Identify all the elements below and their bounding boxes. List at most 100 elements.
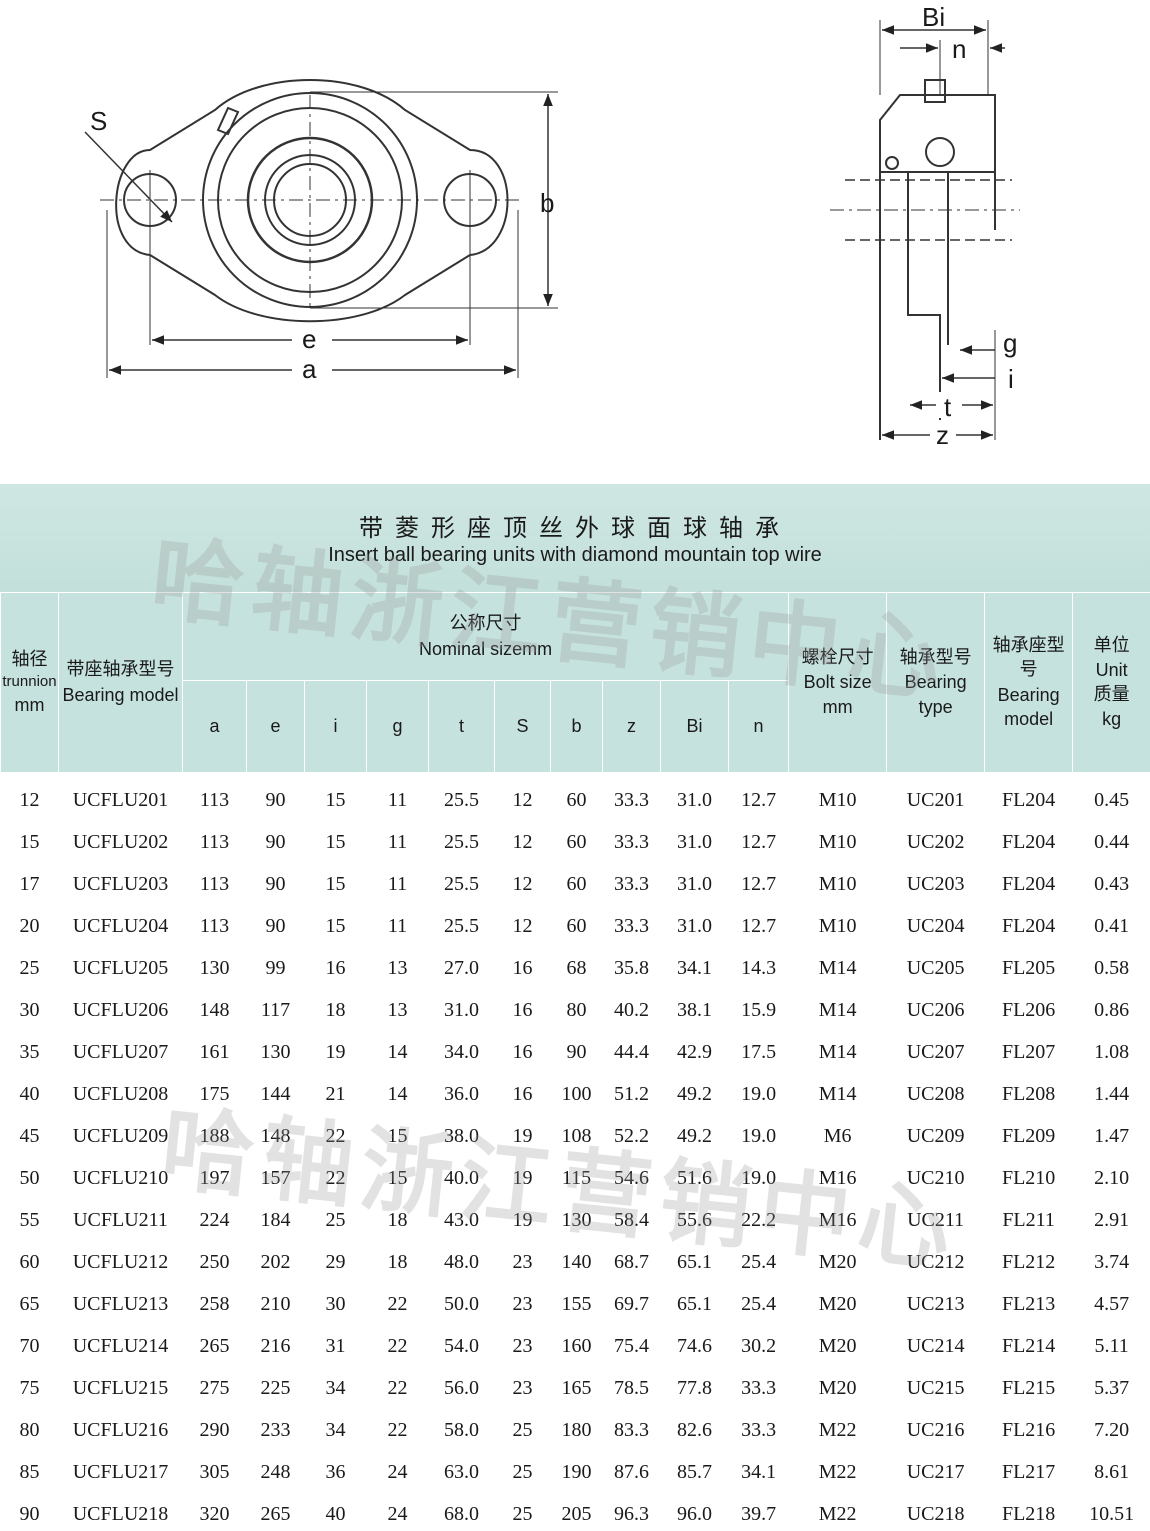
table-cell: UC204: [886, 905, 985, 947]
table-cell: 33.3: [728, 1409, 789, 1451]
table-cell: 130: [246, 1031, 305, 1073]
table-cell: 100: [550, 1073, 603, 1115]
table-cell: 30: [304, 1283, 367, 1325]
table-cell: UC202: [886, 821, 985, 863]
header-housing-model: 轴承座型号 Bearing model: [984, 592, 1074, 773]
header-dim-i: i: [304, 680, 367, 773]
table-cell: 24: [366, 1451, 429, 1493]
table-cell: 35: [0, 1031, 59, 1073]
table-cell: 197: [182, 1157, 247, 1199]
table-cell: 65.1: [660, 1241, 729, 1283]
table-cell: UC213: [886, 1283, 985, 1325]
table-cell: M22: [788, 1493, 887, 1531]
table-cell: 11: [366, 772, 429, 821]
table-cell: 23: [494, 1325, 551, 1367]
header-bolt-size: 螺栓尺寸 Bolt size mm: [788, 592, 888, 773]
table-cell: 0.45: [1072, 772, 1150, 821]
table-cell: 33.3: [602, 863, 661, 905]
table-cell: 96.0: [660, 1493, 729, 1531]
table-cell: 265: [182, 1325, 247, 1367]
table-cell: 22: [366, 1283, 429, 1325]
spec-panel: 带菱形座顶丝外球面球轴承 Insert ball bearing units w…: [0, 484, 1150, 1531]
table-cell: 210: [246, 1283, 305, 1325]
table-cell: 33.3: [602, 772, 661, 821]
table-cell: 12: [494, 905, 551, 947]
table-cell: M20: [788, 1325, 887, 1367]
table-cell: 4.57: [1072, 1283, 1150, 1325]
table-cell: UCFLU214: [58, 1325, 183, 1367]
label-g: g: [1003, 328, 1017, 358]
table-cell: FL214: [984, 1325, 1073, 1367]
table-cell: 250: [182, 1241, 247, 1283]
table-cell: 39.7: [728, 1493, 789, 1531]
table-cell: 175: [182, 1073, 247, 1115]
label-e: e: [302, 324, 316, 354]
table-cell: 13: [366, 989, 429, 1031]
table-cell: FL218: [984, 1493, 1073, 1531]
table-cell: 31.0: [660, 905, 729, 947]
table-cell: 96.3: [602, 1493, 661, 1531]
table-cell: 68.0: [428, 1493, 495, 1531]
table-cell: 51.2: [602, 1073, 661, 1115]
table-cell: 188: [182, 1115, 247, 1157]
table-cell: 25.4: [728, 1241, 789, 1283]
table-cell: M14: [788, 1031, 887, 1073]
table-cell: 113: [182, 905, 247, 947]
table-cell: 2.10: [1072, 1157, 1150, 1199]
table-cell: 33.3: [602, 905, 661, 947]
table-cell: 12.7: [728, 905, 789, 947]
front-view-drawing: [84, 79, 558, 378]
table-cell: 258: [182, 1283, 247, 1325]
table-cell: 60: [550, 863, 603, 905]
table-cell: 1.44: [1072, 1073, 1150, 1115]
table-cell: 50.0: [428, 1283, 495, 1325]
table-cell: 148: [182, 989, 247, 1031]
header-unit-mass: 单位 Unit 质量 kg: [1072, 592, 1150, 773]
title-chinese: 带菱形座顶丝外球面球轴承: [359, 514, 791, 542]
table-cell: 83.3: [602, 1409, 661, 1451]
label-a: a: [302, 354, 317, 384]
table-cell: UCFLU209: [58, 1115, 183, 1157]
table-cell: FL206: [984, 989, 1073, 1031]
table-cell: 15: [366, 1115, 429, 1157]
table-cell: 34.1: [728, 1451, 789, 1493]
table-cell: 51.6: [660, 1157, 729, 1199]
table-cell: 70: [0, 1325, 59, 1367]
table-cell: 87.6: [602, 1451, 661, 1493]
header-dim-z: z: [602, 680, 661, 773]
table-cell: 40: [304, 1493, 367, 1531]
table-cell: 15: [0, 821, 59, 863]
table-cell: FL209: [984, 1115, 1073, 1157]
table-cell: 12: [494, 821, 551, 863]
table-cell: 19: [304, 1031, 367, 1073]
table-cell: 58.0: [428, 1409, 495, 1451]
table-cell: 190: [550, 1451, 603, 1493]
table-cell: 25.5: [428, 772, 495, 821]
table-cell: 69.7: [602, 1283, 661, 1325]
table-cell: 22: [304, 1115, 367, 1157]
table-cell: 108: [550, 1115, 603, 1157]
table-cell: 40.2: [602, 989, 661, 1031]
table-cell: 225: [246, 1367, 305, 1409]
table-cell: 25: [0, 947, 59, 989]
table-cell: 90: [246, 772, 305, 821]
table-cell: 144: [246, 1073, 305, 1115]
table-cell: 38.0: [428, 1115, 495, 1157]
table-cell: FL204: [984, 821, 1073, 863]
table-cell: 16: [494, 1073, 551, 1115]
table-cell: 3.74: [1072, 1241, 1150, 1283]
table-cell: 19: [494, 1199, 551, 1241]
table-cell: 45: [0, 1115, 59, 1157]
table-cell: 117: [246, 989, 305, 1031]
table-cell: 22.2: [728, 1199, 789, 1241]
side-view-drawing: [830, 20, 1020, 440]
table-cell: 44.4: [602, 1031, 661, 1073]
table-cell: 148: [246, 1115, 305, 1157]
